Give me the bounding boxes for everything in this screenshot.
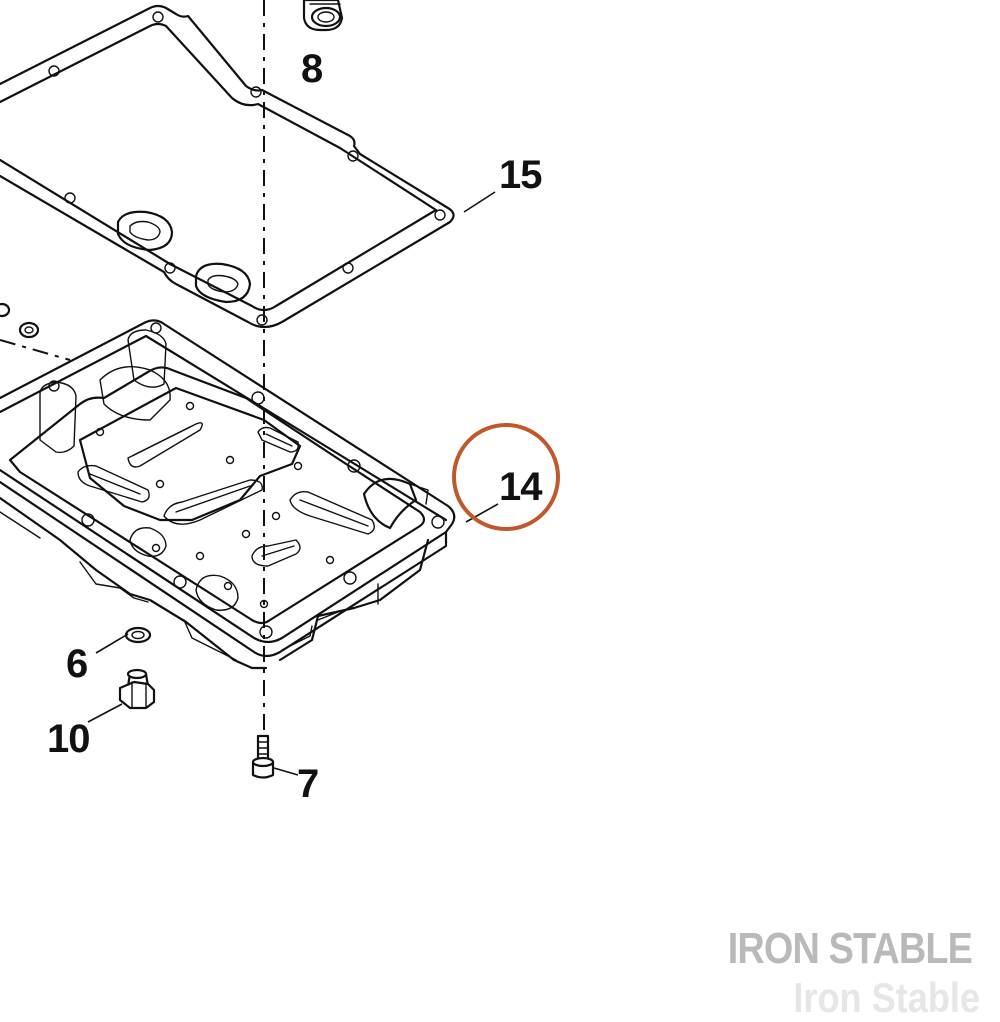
callout-10: 10 bbox=[47, 717, 90, 761]
part-8-fitting bbox=[302, 0, 344, 32]
exploded-parts-diagram: 8 15 14 6 10 7 bbox=[0, 0, 560, 806]
part-10-drain-plug bbox=[118, 668, 156, 710]
side-fasteners bbox=[0, 302, 40, 339]
part-15-gasket bbox=[0, 4, 455, 329]
part-14-oil-pan bbox=[0, 319, 456, 670]
assembly-axis bbox=[0, 0, 265, 742]
callout-15: 15 bbox=[499, 153, 542, 197]
part-7-bolt bbox=[251, 734, 275, 779]
part-6-washer bbox=[124, 626, 152, 644]
leader-lines bbox=[87, 191, 499, 776]
callout-6: 6 bbox=[66, 642, 87, 686]
watermark-text: IRON STABLE bbox=[727, 924, 973, 973]
watermark-script: Iron Stable bbox=[793, 974, 980, 1021]
highlight-circle bbox=[452, 423, 560, 531]
callout-8: 8 bbox=[301, 47, 323, 91]
callout-7: 7 bbox=[297, 762, 318, 806]
callout-14: 14 bbox=[499, 465, 543, 509]
